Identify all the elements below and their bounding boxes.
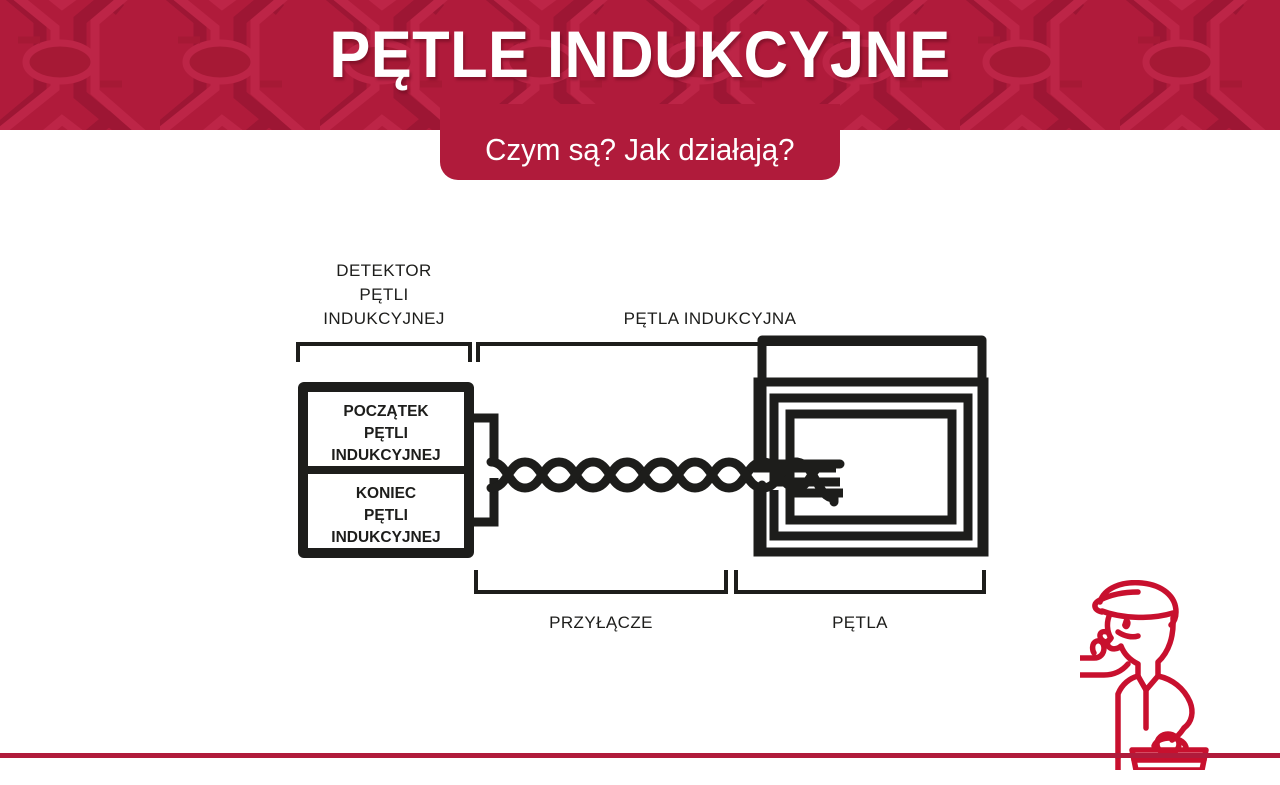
lower-terminal-line1: KONIEC [356,485,416,502]
footer-baseline [0,753,1280,758]
bottom-right-label: PĘTLA [832,613,888,632]
page-title: PĘTLE INDUKCYJNE [329,17,951,91]
toolbox-handle-icon [1151,735,1189,750]
detector-upper-terminal [308,392,464,466]
technician-mascot [1080,580,1280,770]
torso-left-icon [1115,673,1141,761]
toolbox-body-icon [1129,747,1209,770]
thumb-icon [1080,638,1107,661]
upper-terminal-line2: PĘTLI [364,425,408,442]
cap-band-icon [1099,608,1176,621]
head-back-icon [1155,615,1176,679]
detector-label-line3: INDUKCYJNEJ [323,309,445,328]
twisted-pair-cable [486,457,802,493]
collar-icon [1135,673,1161,693]
arm-upper-icon [1080,661,1131,678]
detector-top-label: DETEKTOR PĘTLI INDUKCYJNEJ [323,261,445,328]
induction-loop-diagram: DETEKTOR PĘTLI INDUKCYJNEJ PĘTLA INDUKCY… [250,240,1040,640]
upper-terminal-line3: INDUKCYJNEJ [331,447,440,464]
header-banner: PĘTLE INDUKCYJNE [0,0,1280,130]
loop-top-label: PĘTLA INDUKCYJNA [624,309,797,328]
bracket-petla [734,570,986,594]
lower-terminal-line3: INDUKCYJNEJ [331,529,440,546]
bracket-detector-top [296,342,472,362]
bracket-przylacze [474,570,728,594]
torso-right-icon [1155,673,1195,731]
detector-label-line2: PĘTLI [359,285,408,304]
eye-icon [1122,618,1131,630]
detector-lead-wires [474,413,499,527]
subtitle-badge: Czym są? Jak działają? [440,104,840,180]
subtitle-text: Czym są? Jak działają? [485,132,795,167]
mouth-icon [1115,629,1141,640]
upper-terminal-line1: POCZĄTEK [343,403,429,420]
bracket-loop-top [476,342,986,362]
loop-spiral-turns [753,377,989,557]
detector-box: POCZĄTEK PĘTLI INDUKCYJNEJ KONIEC PĘTLI … [298,382,474,558]
lower-terminal-line2: PĘTLI [364,507,408,524]
detector-label-line1: DETEKTOR [336,261,431,280]
detector-lower-terminal [308,474,464,548]
bottom-left-label: PRZYŁĄCZE [549,613,653,632]
